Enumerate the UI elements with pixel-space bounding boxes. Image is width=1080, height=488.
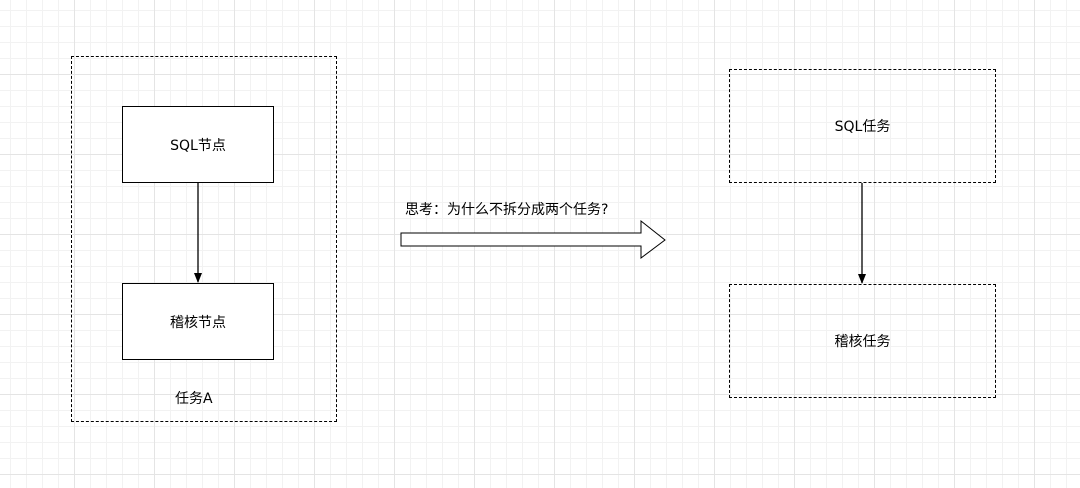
audit-task: 稽核任务 — [729, 284, 996, 398]
sql-task: SQL任务 — [729, 69, 996, 183]
audit-node-label: 稽核节点 — [170, 314, 226, 331]
question-text: 思考：为什么不拆分成两个任务? — [405, 202, 609, 218]
audit-node: 稽核节点 — [122, 283, 274, 360]
sql-node-label: SQL节点 — [170, 137, 226, 154]
sql-node: SQL节点 — [122, 106, 274, 183]
audit-task-label: 稽核任务 — [834, 334, 891, 350]
sql-task-label: SQL任务 — [834, 119, 891, 135]
task-a-label: 任务A — [175, 391, 213, 407]
task-a-container — [71, 56, 337, 422]
transform-arrow-icon — [400, 219, 666, 259]
